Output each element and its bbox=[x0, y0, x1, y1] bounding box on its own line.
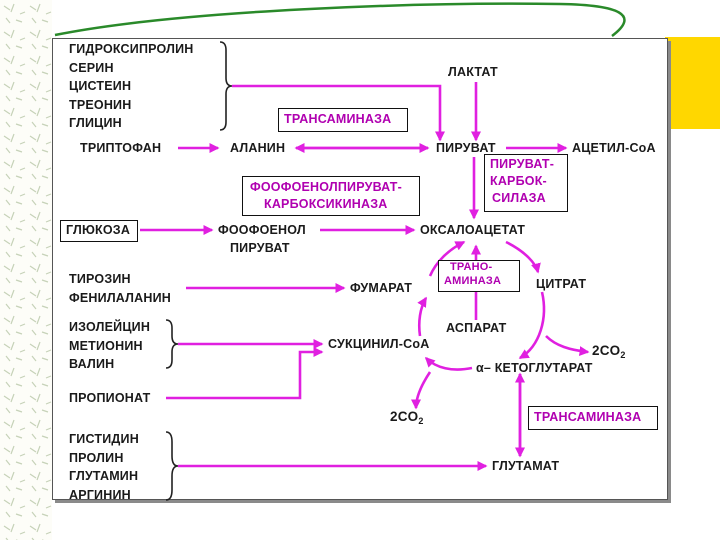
glucose-box bbox=[60, 220, 138, 242]
enzyme-pepck-line2: КАРБОКСИКИНАЗА bbox=[264, 197, 388, 211]
node-alanine: АЛАНИН bbox=[230, 141, 286, 155]
amino-group-3: ИЗОЛЕЙЦИН МЕТИОНИН ВАЛИН bbox=[69, 318, 150, 374]
brace-group3 bbox=[165, 319, 179, 369]
amino-isoleucine: ИЗОЛЕЙЦИН bbox=[69, 320, 151, 334]
enzyme-pc-line1: ПИРУВАТ- bbox=[490, 157, 555, 171]
enzyme-box-pepck bbox=[242, 176, 420, 216]
arrow-cycle-citrate-akg bbox=[518, 291, 546, 360]
enzyme-trans-center-line2: АМИНАЗА bbox=[444, 275, 502, 287]
arrow-cycle-oxaloacetate-citrate bbox=[505, 240, 541, 274]
enzyme-pc-line2: КАРБОК- bbox=[490, 174, 547, 188]
arrow-propionate-succinylcoa bbox=[166, 347, 324, 400]
amino-group-4: ГИСТИДИН ПРОЛИН ГЛУТАМИН АРГИНИН bbox=[69, 430, 139, 504]
brace-group4 bbox=[165, 431, 179, 501]
amino-methionine: МЕТИОНИН bbox=[69, 338, 143, 353]
node-propionate: ПРОПИОНАТ bbox=[69, 391, 151, 405]
node-co2-left: 2CO2 bbox=[390, 409, 424, 426]
node-alpha-ketoglutarate: α– КЕТОГЛУТАРАТ bbox=[476, 361, 593, 375]
enzyme-transaminase-bottom: ТРАНСАМИНАЗА bbox=[534, 410, 642, 424]
arrow-akg-co2 bbox=[411, 371, 432, 410]
amino-arginine: АРГИНИН bbox=[69, 487, 131, 502]
amino-phenylalanine: ФЕНИЛАЛАНИН bbox=[69, 290, 172, 305]
enzyme-trans-center-line1: ТРАНО- bbox=[450, 261, 493, 273]
amino-proline: ПРОЛИН bbox=[69, 450, 124, 465]
node-co2-right: 2CO2 bbox=[592, 343, 626, 360]
enzyme-box-transaminase-top bbox=[278, 108, 408, 132]
enzyme-pepck-line1: ФООФОЕНОЛПИРУВАТ- bbox=[250, 180, 402, 194]
arrow-cycle-fumarate-oxaloacetate bbox=[428, 240, 466, 277]
node-glutamate: ГЛУТАМАТ bbox=[492, 459, 560, 473]
arrow-group1-lactate-pyruvate bbox=[232, 84, 445, 142]
arrow-cycle-succinylcoa-fumarate bbox=[417, 296, 428, 337]
node-fumarate: ФУМАРАТ bbox=[350, 281, 413, 295]
brace-group1 bbox=[219, 41, 233, 131]
enzyme-pc-line3: СИЛАЗА bbox=[492, 191, 546, 205]
node-aspartate: АСПАРАТ bbox=[446, 321, 507, 335]
arrow-cycle-akg-succinylcoa bbox=[424, 356, 473, 371]
node-acetyl-coa: АЦЕТИЛ-CoA bbox=[572, 141, 656, 155]
amino-hydroxyproline: ГИДРОКСИПРОЛИН bbox=[69, 42, 194, 56]
amino-glycine: ГЛИЦИН bbox=[69, 116, 122, 130]
amino-valine: ВАЛИН bbox=[69, 357, 115, 371]
amino-tyrosine: ТИРОЗИН bbox=[69, 272, 131, 286]
enzyme-box-pyruvate-carboxylase bbox=[484, 154, 568, 212]
node-glucose: ГЛЮКОЗА bbox=[66, 223, 131, 237]
amino-histidine: ГИСТИДИН bbox=[69, 432, 139, 446]
enzyme-transaminase-top: ТРАНСАМИНАЗА bbox=[284, 112, 392, 126]
amino-cysteine: ЦИСТЕИН bbox=[69, 79, 132, 93]
node-oxaloacetate: ОКСАЛОАЦЕТАТ bbox=[420, 223, 526, 237]
arrow-citrate-co2 bbox=[545, 335, 590, 357]
node-pyruvate: ПИРУВАТ bbox=[436, 141, 496, 155]
node-citrate: ЦИТРАТ bbox=[536, 277, 587, 291]
enzyme-box-transaminase-center bbox=[438, 260, 520, 292]
node-pep-line1: ФООФОЕНОЛ bbox=[218, 223, 306, 237]
amino-glutamine: ГЛУТАМИН bbox=[69, 469, 139, 483]
node-lactate: ЛАКТАТ bbox=[448, 65, 498, 79]
decorative-yellow-block bbox=[665, 37, 720, 129]
amino-serine: СЕРИН bbox=[69, 60, 114, 75]
amino-threonine: ТРЕОНИН bbox=[69, 97, 132, 112]
node-succinyl-coa: СУКЦИНИЛ-CoA bbox=[328, 337, 430, 351]
enzyme-box-transaminase-bottom bbox=[528, 406, 658, 430]
node-pep-line2: ПИРУВАТ bbox=[230, 241, 290, 255]
decorative-pattern bbox=[0, 0, 52, 540]
amino-group-2: ТИРОЗИН ФЕНИЛАЛАНИН bbox=[69, 270, 171, 307]
amino-group-1: ГИДРОКСИПРОЛИН СЕРИН ЦИСТЕИН ТРЕОНИН ГЛИ… bbox=[69, 40, 194, 133]
node-tryptophan: ТРИПТОФАН bbox=[80, 141, 162, 155]
